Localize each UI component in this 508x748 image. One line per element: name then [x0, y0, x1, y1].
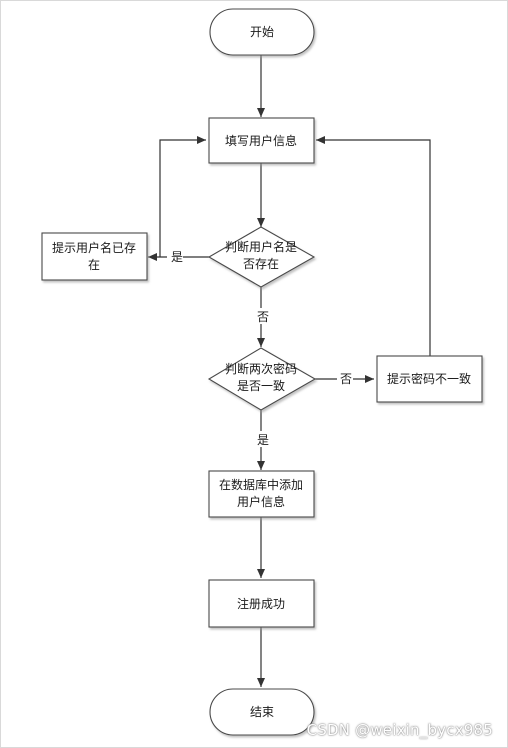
edge-label-bg: [167, 248, 183, 264]
node-username-exists: [41, 232, 148, 281]
node-start-label: 开始: [250, 25, 274, 39]
node-password-mismatch-label: 提示密码不一致: [387, 371, 471, 386]
node-check-password-label-2: 是否一致: [237, 379, 285, 393]
node-fill-info: [208, 117, 315, 164]
node-check-password-label-1: 判断两次密码: [225, 361, 297, 376]
node-check-username-label-2: 否存在: [243, 257, 279, 271]
edge-exists-back-to-fill: [159, 136, 206, 257]
node-username-exists-label-1: 提示用户名已存: [52, 240, 136, 255]
edge-label-user-exists-no: 否: [257, 310, 269, 324]
node-check-username-label-1: 判断用户名是: [225, 239, 297, 254]
node-end: [209, 688, 315, 736]
node-register-success-label: 注册成功: [237, 596, 285, 611]
edge-mismatch-back-to-fill: [316, 136, 431, 356]
watermark: CSDN @weixin_bycx985: [306, 721, 493, 739]
node-register-success: [208, 579, 315, 628]
node-end-label: 结束: [250, 705, 274, 719]
edge-label-user-exists-yes: 是: [171, 250, 183, 264]
edge-label-pwd-match-no: 否: [340, 372, 352, 386]
node-add-db-label-2: 用户信息: [237, 494, 285, 509]
node-check-password: [207, 347, 317, 411]
edge-label-pwd-match-yes: 是: [257, 433, 269, 447]
node-start: [209, 8, 315, 56]
edge-label-bg: [253, 308, 269, 324]
node-username-exists-label-2: 在: [88, 258, 100, 272]
node-fill-info-label: 填写用户信息: [225, 133, 297, 148]
node-add-db: [208, 470, 315, 518]
edge-label-bg: [337, 370, 353, 386]
node-check-username: [207, 226, 316, 288]
edge-label-bg: [253, 431, 269, 447]
node-password-mismatch: [376, 355, 483, 403]
node-add-db-label-1: 在数据库中添加: [219, 477, 303, 492]
